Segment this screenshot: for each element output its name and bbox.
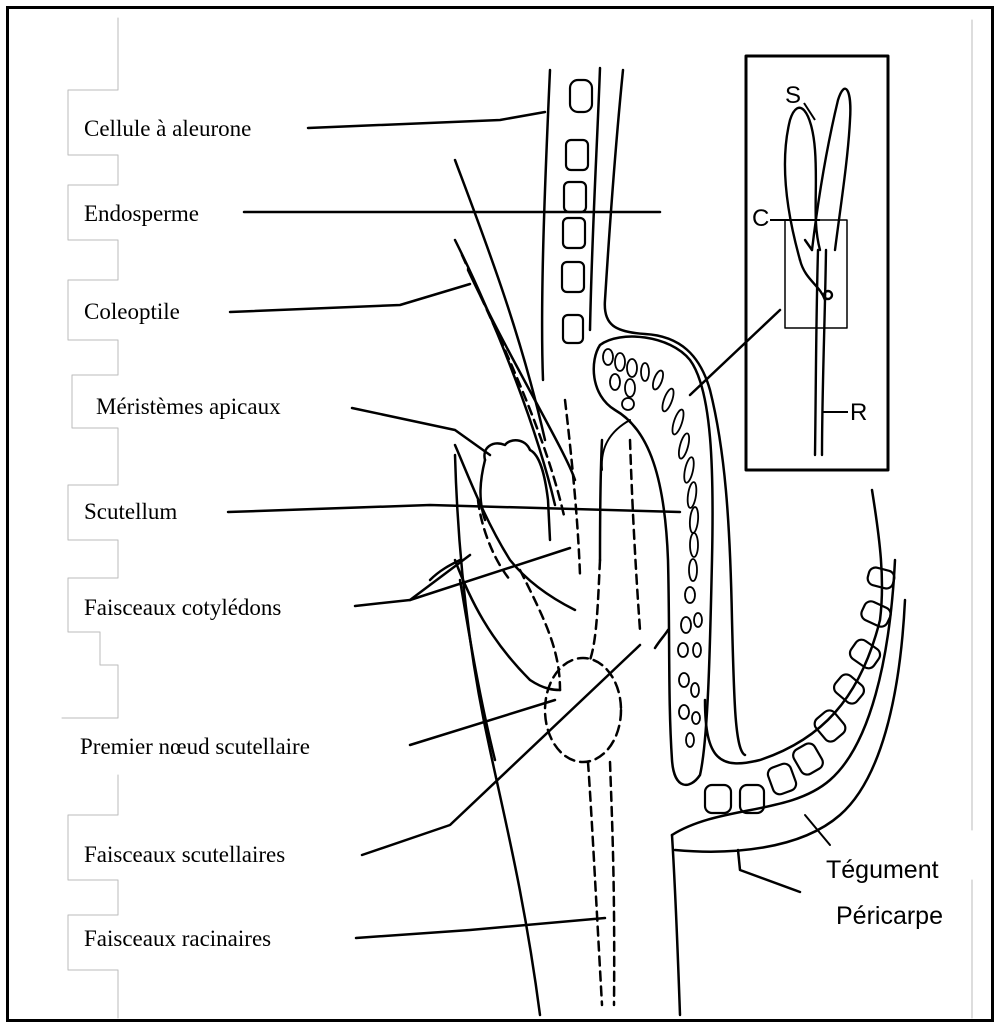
label-apical-meristems: Méristèmes apicaux (96, 395, 281, 418)
leader-lines (228, 112, 830, 938)
label-scutellum: Scutellum (84, 500, 177, 523)
label-aleurone-cell: Cellule à aleurone (84, 117, 251, 140)
label-tegument: Tégument (826, 858, 939, 883)
label-scutellar-bundles: Faisceaux scutellaires (84, 843, 285, 866)
aleurone-layer (542, 68, 745, 755)
label-pericarp: Péricarpe (836, 904, 943, 929)
label-cotyledon-bundles: Faisceaux cotylédons (84, 596, 281, 619)
inset-label-s: S (785, 82, 801, 109)
root-bundles (588, 762, 614, 1005)
label-coleoptile: Coleoptile (84, 300, 180, 323)
label-first-scutellar-node: Premier nœud scutellaire (80, 735, 310, 758)
scutellum-body (594, 337, 713, 785)
lower-seed-coat (672, 490, 905, 852)
label-endosperm: Endosperme (84, 202, 199, 225)
inset-label-r: R (850, 399, 867, 426)
label-root-bundles: Faisceaux racinaires (84, 927, 271, 950)
coleoptile-and-axis (455, 160, 640, 630)
inset-label-c: C (752, 205, 769, 232)
